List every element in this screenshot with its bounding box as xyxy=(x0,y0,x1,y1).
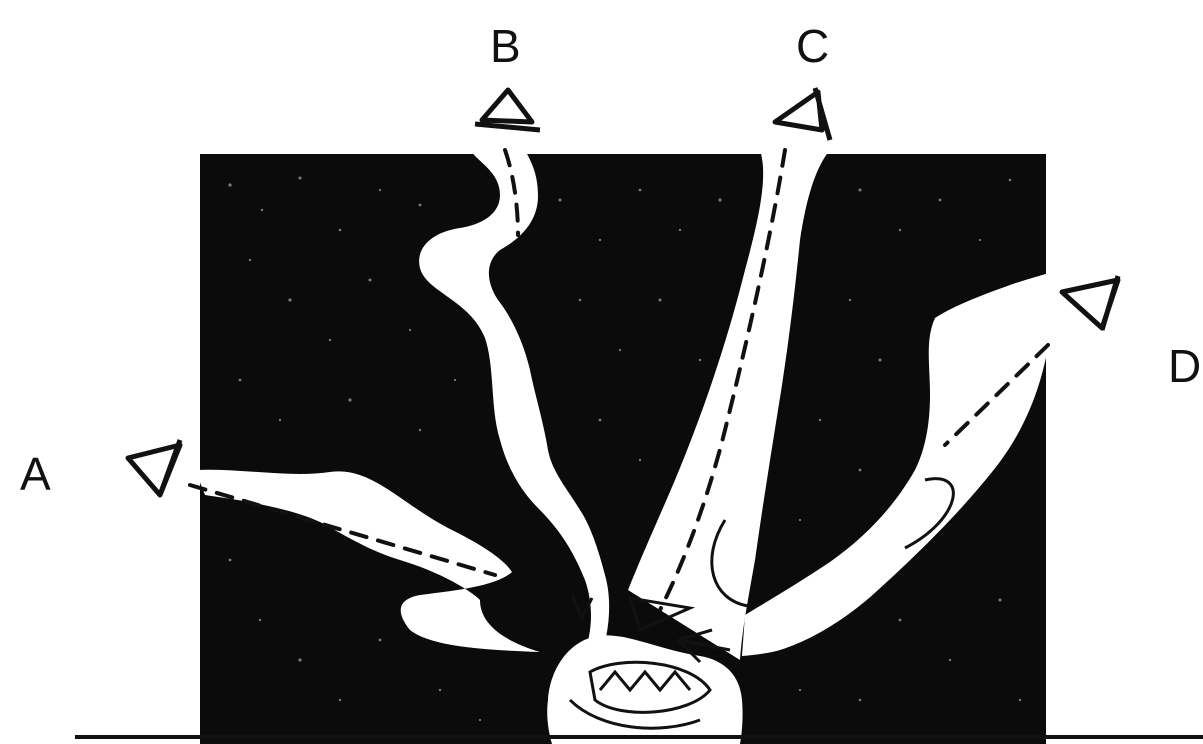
label-b: B xyxy=(490,20,521,72)
viewer-c xyxy=(775,88,830,140)
label-d: D xyxy=(1168,340,1201,392)
rock-block xyxy=(200,154,1046,744)
label-a: A xyxy=(20,448,51,500)
eye-triangle-icon xyxy=(775,88,830,140)
viewer-b xyxy=(475,90,540,130)
label-c: C xyxy=(796,20,829,72)
viewer-a xyxy=(128,440,180,495)
eye-triangle-icon xyxy=(128,440,180,495)
eye-triangle-icon xyxy=(1062,276,1118,330)
viewer-d xyxy=(1062,276,1118,330)
eye-triangle-icon xyxy=(475,90,540,130)
